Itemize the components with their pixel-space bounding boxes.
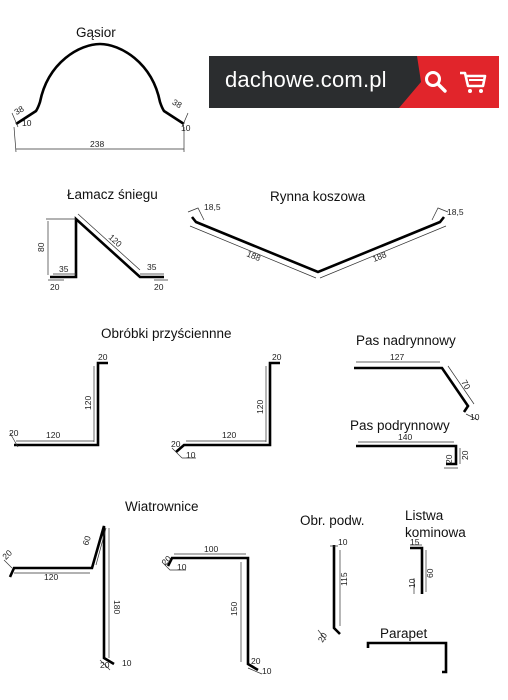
parapet-shape [366, 641, 448, 674]
listwa-title-line2: kominowa [405, 525, 466, 540]
wiatrownice-title: Wiatrownice [125, 499, 199, 514]
rynna-shape [190, 216, 446, 274]
rynna-profile: Rynna koszowa 18,5 18,5 188 188 [187, 189, 464, 279]
listwa-title-line1: Listwa [405, 508, 444, 523]
gasior-shape [15, 42, 185, 126]
obrobki-dim-b-height: 120 [255, 400, 265, 414]
nadrynnowy-dim-slope: 70 [459, 378, 473, 391]
lamacz-dim-end: 35 [147, 262, 157, 272]
obrobki-shape-a [14, 361, 108, 447]
listwa-dim-height: 60 [425, 568, 435, 578]
obrobki-shape-b [175, 361, 280, 453]
podrynnowy-title: Pas podrynnowy [350, 418, 450, 433]
podrynnowy-dim-top: 140 [398, 432, 412, 442]
podrynnowy-dim-fold1: 20 [460, 450, 470, 460]
wiatrownice-dim-b-height: 150 [229, 602, 239, 616]
wiatrownice-profile: Wiatrownice 20 120 60 180 20 10 20 10 10… [0, 499, 272, 676]
wiatrownice-dim-b-end1: 20 [251, 656, 261, 666]
nadrynnowy-title: Pas nadrynnowy [356, 333, 456, 348]
lamacz-dim-fold-right: 20 [154, 282, 164, 292]
listwa-profile: Listwa kominowa 15 60 10 [405, 508, 466, 594]
rynna-dim-left-edge: 18,5 [204, 202, 221, 212]
obrobki-dim-a-base: 120 [46, 430, 60, 440]
wiatrownice-dim-a-base: 120 [44, 572, 58, 582]
obr-podw-profile: Obr. podw. 10 115 20 [300, 513, 365, 644]
rynna-dim-left: 188 [245, 249, 262, 264]
lamacz-dim-slope: 120 [107, 232, 124, 249]
wiatrownice-dim-b-end2: 10 [262, 666, 272, 676]
wiatrownice-dim-b-fold1: 20 [160, 553, 174, 567]
wiatrownice-dim-a-slope: 60 [80, 534, 93, 546]
wiatrownice-dim-lines-a [3, 527, 111, 671]
obrobki-profile: Obróbki przyściennne 20 120 120 20 20 12… [9, 326, 282, 460]
cart-icon[interactable] [457, 66, 489, 98]
obrobki-dim-a-fold: 20 [9, 428, 19, 438]
obrobki-dim-lines-b [171, 366, 267, 459]
dachowe-banner[interactable]: dachowe.com.pl [209, 56, 499, 108]
rynna-title: Rynna koszowa [270, 189, 366, 204]
nadrynnowy-dim-top: 127 [390, 352, 404, 362]
banner-dark-panel [209, 56, 424, 108]
lamacz-profile: Łamacz śniegu 80 35 120 35 20 20 [36, 187, 168, 292]
wiatrownice-dim-b-top: 100 [204, 544, 218, 554]
obrobki-title: Obróbki przyściennne [101, 326, 232, 341]
listwa-dim-end: 10 [407, 578, 417, 588]
obrobki-dim-b-fold2: 10 [186, 450, 196, 460]
podrynnowy-shape [356, 444, 458, 466]
obr-podw-dim-end: 20 [316, 631, 330, 644]
podrynnowy-dim-lines [358, 441, 461, 469]
obr-podw-dim-top: 10 [338, 537, 348, 547]
gasior-dim-width: 238 [90, 139, 104, 149]
wiatrownice-dim-a-end2: 10 [122, 658, 132, 668]
listwa-dim-top: 15 [410, 537, 420, 547]
gasior-dim-flange-left: 38 [12, 103, 25, 117]
obrobki-dim-b-top: 20 [272, 352, 282, 362]
obr-podw-title: Obr. podw. [300, 513, 365, 528]
obrobki-dim-lines-a [9, 366, 95, 448]
listwa-shape [410, 546, 424, 594]
banner-site-name[interactable]: dachowe.com.pl [225, 67, 387, 92]
gasior-dim-edge-left: 10 [22, 118, 32, 128]
search-icon[interactable] [420, 66, 452, 98]
nadrynnowy-shape [354, 366, 470, 413]
wiatrownice-dim-a-end1: 20 [100, 660, 110, 670]
podrynnowy-profile: Pas podrynnowy 140 20 20 [350, 418, 470, 469]
obrobki-dim-b-fold1: 20 [171, 439, 181, 449]
lamacz-dim-lines [46, 213, 168, 281]
rynna-dim-right-edge: 18,5 [447, 207, 464, 217]
lamacz-title: Łamacz śniegu [67, 187, 158, 202]
wiatrownice-shape-a [8, 525, 115, 666]
parapet-title: Parapet [380, 626, 428, 641]
wiatrownice-dim-lines-b [161, 553, 263, 675]
obr-podw-dim-height: 115 [339, 572, 349, 586]
wiatrownice-dim-a-fold: 20 [0, 548, 14, 562]
parapet-profile: Parapet [366, 626, 448, 674]
obr-podw-shape [332, 545, 341, 635]
lamacz-dim-height: 80 [36, 242, 46, 252]
podrynnowy-dim-fold2: 20 [444, 454, 454, 464]
rynna-dim-right: 188 [371, 249, 388, 264]
wiatrownice-dim-b-fold2: 10 [177, 562, 187, 572]
nadrynnowy-profile: Pas nadrynnowy 127 70 10 [354, 333, 480, 422]
obrobki-dim-a-height: 120 [83, 396, 93, 410]
gasior-dim-lines [11, 112, 189, 153]
wiatrownice-shape-b [166, 556, 259, 672]
obr-podw-dim-lines [317, 545, 341, 641]
rynna-dim-lines [187, 207, 449, 279]
obrobki-dim-a-top: 20 [98, 352, 108, 362]
gasior-dim-edge-right: 10 [181, 123, 191, 133]
wiatrownice-dim-a-height: 180 [112, 600, 122, 614]
gasior-profile: Gąsior 38 10 38 10 238 [11, 25, 191, 153]
gasior-dim-flange-right: 38 [171, 97, 184, 111]
nadrynnowy-dim-end: 10 [470, 412, 480, 422]
lamacz-dim-fold-left: 20 [50, 282, 60, 292]
nadrynnowy-dim-lines [356, 361, 479, 421]
listwa-dim-lines [410, 544, 427, 594]
lamacz-dim-base: 35 [59, 264, 69, 274]
obrobki-dim-b-base: 120 [222, 430, 236, 440]
gasior-title: Gąsior [76, 25, 116, 40]
